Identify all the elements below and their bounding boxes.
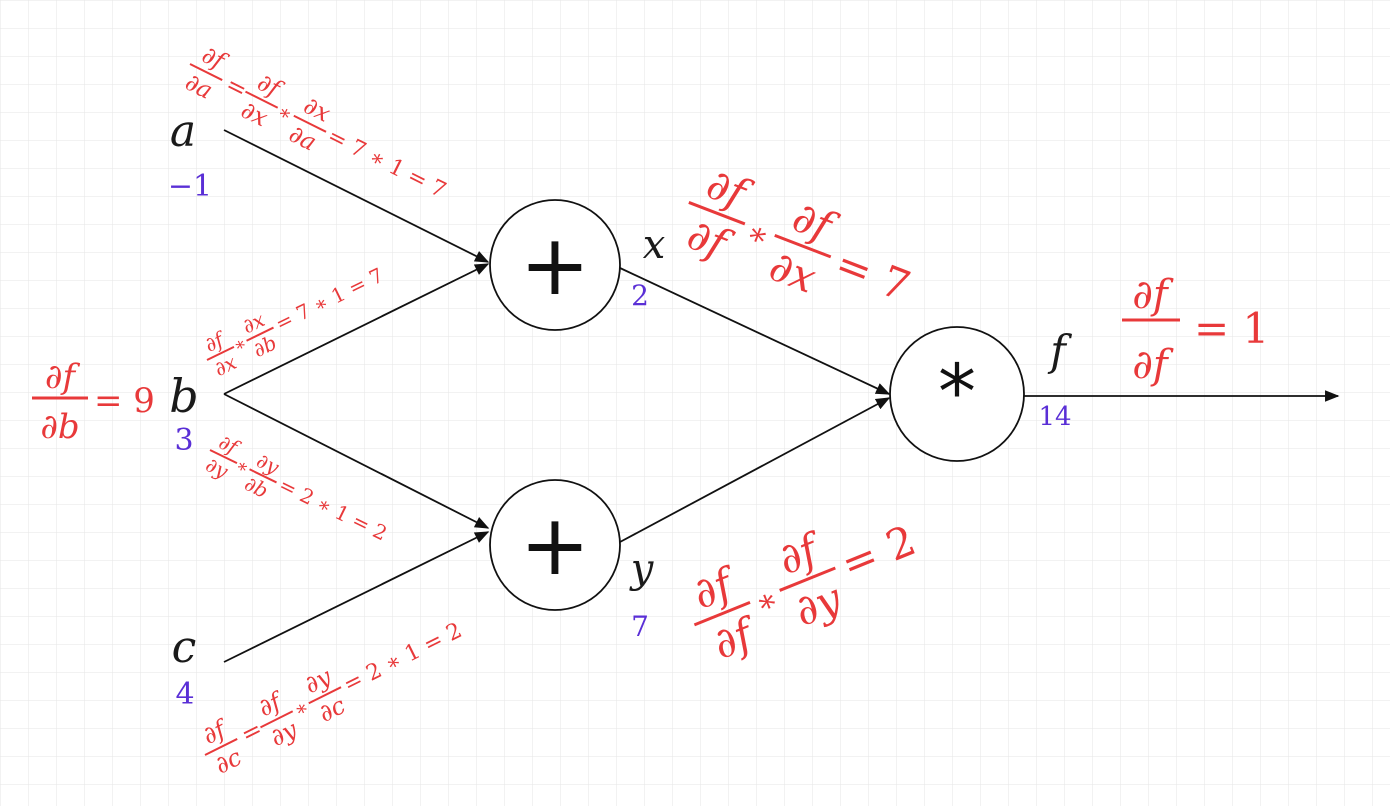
input-b-value: 3	[174, 423, 193, 458]
grad-f-self-num: ∂f	[1132, 272, 1174, 318]
node-x-op: +	[520, 216, 590, 314]
grad-f-self: ∂f ∂f = 1	[1122, 272, 1269, 388]
node-y-op: +	[520, 496, 590, 594]
edge-x-to-f	[619, 267, 891, 395]
input-a-value: −1	[168, 169, 212, 204]
edge-a-to-x	[223, 129, 490, 263]
node-x-label: x	[643, 222, 666, 268]
grad-b-total-num: ∂f	[45, 357, 81, 397]
node-x-value: 2	[631, 279, 649, 312]
grad-b-total: ∂f ∂b = 9	[32, 357, 155, 447]
edge-b-to-x	[223, 263, 490, 395]
grad-b-total-den: ∂b	[40, 407, 79, 447]
edge-y-to-f	[619, 397, 891, 543]
node-f-op: *	[938, 347, 976, 436]
grad-f-self-den: ∂f	[1132, 342, 1174, 388]
node-x: +	[489, 199, 621, 331]
node-f-value: 14	[1038, 402, 1071, 432]
input-c-value: 4	[175, 677, 194, 712]
node-f: *	[889, 326, 1025, 462]
node-y: +	[489, 479, 621, 611]
grad-b-total-rhs: = 9	[94, 381, 155, 421]
edge-b-to-y	[223, 393, 490, 529]
node-y-label: y	[629, 546, 655, 592]
edge-c-to-y	[223, 531, 490, 663]
input-b-label: b	[169, 369, 198, 423]
input-c-label: c	[172, 622, 197, 673]
node-y-value: 7	[631, 610, 649, 643]
input-a-label: a	[170, 106, 196, 157]
grad-f-self-rhs: = 1	[1194, 304, 1269, 353]
